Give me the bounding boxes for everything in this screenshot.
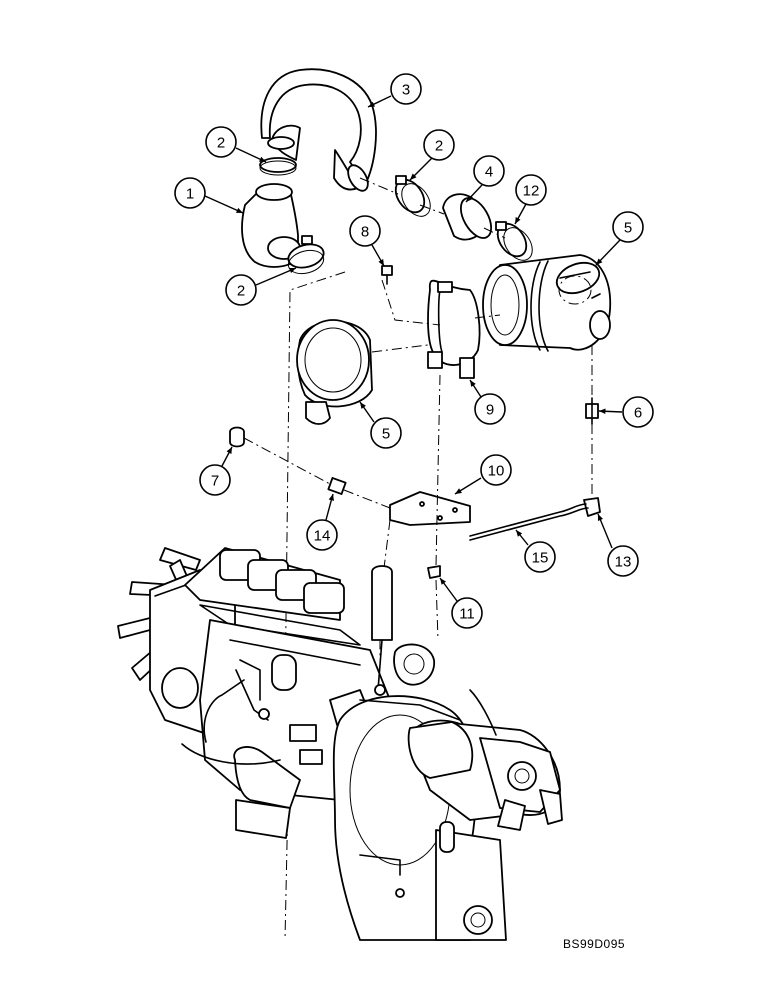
- callout-arrowhead-c9: [470, 380, 476, 387]
- callout-c10: 10: [480, 454, 512, 486]
- callout-arrowhead-c1: [236, 207, 243, 213]
- engine-assembly: [117, 547, 563, 941]
- callout-number: 8: [361, 224, 369, 241]
- callout-circle: [199, 464, 231, 496]
- callout-c13: 13: [607, 545, 639, 577]
- callout-arrowhead-c15: [516, 530, 523, 537]
- callout-c2b: 2: [225, 274, 257, 306]
- callout-circle: [480, 454, 512, 486]
- callout-arrowhead-c12: [515, 217, 521, 224]
- callout-circle: [473, 155, 505, 187]
- callout-c11: 11: [451, 597, 483, 629]
- callout-number: 2: [435, 138, 443, 155]
- callout-c12: 12: [515, 174, 547, 206]
- figure-code: BS99D095: [563, 937, 625, 951]
- hose-clamp-upper: [259, 157, 297, 176]
- callout-circle: [474, 393, 506, 425]
- callout-number: 4: [485, 164, 493, 181]
- callout-circle: [607, 545, 639, 577]
- callout-circle: [524, 541, 556, 573]
- callout-c2c: 2: [423, 129, 455, 161]
- callout-circle: [225, 274, 257, 306]
- callout-arrowhead-c10: [455, 488, 462, 494]
- callout-circle: [612, 211, 644, 243]
- callout-circle: [370, 417, 402, 449]
- intake-hose: [260, 68, 377, 192]
- elbow-fitting-13: [583, 497, 601, 517]
- callout-arrowhead-c13: [597, 514, 603, 521]
- callout-leader-c1: [204, 195, 244, 214]
- callout-number: 15: [532, 550, 549, 567]
- callout-arrowhead-c6: [599, 408, 606, 415]
- callout-c14: 14: [306, 519, 338, 551]
- callout-arrowhead-c3: [368, 101, 375, 107]
- bolt-8: [381, 265, 393, 285]
- callout-c2a: 2: [205, 126, 237, 158]
- callout-arrowhead-c5b: [360, 402, 366, 409]
- callout-arrowhead-c5a: [596, 258, 603, 265]
- callout-leader-c2b: [255, 267, 297, 286]
- callout-number: 5: [382, 426, 390, 443]
- callout-number: 7: [211, 473, 219, 490]
- callout-number: 14: [314, 528, 331, 545]
- callout-circle: [205, 126, 237, 158]
- callout-circle: [174, 177, 206, 209]
- callout-number: 3: [402, 82, 410, 99]
- callout-c8: 8: [349, 215, 381, 247]
- connector-14: [327, 477, 347, 495]
- mounting-band: [427, 279, 481, 379]
- callout-number: 6: [634, 405, 642, 422]
- callout-circle: [515, 174, 547, 206]
- callout-arrowhead-c14: [328, 494, 334, 501]
- callout-arrowhead-c4: [466, 195, 473, 202]
- callout-number: 11: [459, 606, 475, 623]
- callout-number: 1: [186, 186, 194, 203]
- callout-c5b: 5: [370, 417, 402, 449]
- callout-circle: [349, 215, 381, 247]
- callout-c1: 1: [174, 177, 206, 209]
- fastener-11: [427, 565, 441, 579]
- callout-number: 12: [523, 183, 540, 200]
- callout-c9: 9: [474, 393, 506, 425]
- callout-number: 5: [624, 220, 632, 237]
- callout-arrowhead-c2a: [259, 156, 266, 162]
- callout-number: 9: [486, 402, 494, 419]
- elbow-adapter: [241, 183, 301, 268]
- callout-number: 2: [217, 135, 225, 152]
- cap-7: [229, 426, 245, 448]
- callout-circle: [622, 396, 654, 428]
- callout-c5a: 5: [612, 211, 644, 243]
- callout-circle: [390, 73, 422, 105]
- callout-arrowhead-c7: [226, 447, 232, 454]
- callout-number: 13: [615, 554, 632, 571]
- callout-circle: [451, 597, 483, 629]
- callout-c4: 4: [473, 155, 505, 187]
- callout-c6: 6: [622, 396, 654, 428]
- air-cleaner-housing: [482, 254, 612, 352]
- air-cleaner-cover: [296, 319, 373, 425]
- restriction-tube-15: [469, 503, 589, 541]
- callout-arrowhead-c11: [440, 578, 447, 585]
- callout-arrowhead-c2c: [410, 173, 417, 180]
- callout-c15: 15: [524, 541, 556, 573]
- callout-number: 10: [488, 463, 505, 480]
- callout-c7: 7: [199, 464, 231, 496]
- callout-number: 2: [237, 283, 245, 300]
- mounting-bracket-10: [389, 491, 471, 526]
- callout-arrowhead-c2b: [289, 268, 296, 274]
- hose-clamp-mid: [394, 175, 431, 217]
- callout-circle: [306, 519, 338, 551]
- callout-arrowhead-c8: [378, 259, 384, 266]
- fitting-6: [585, 397, 599, 425]
- hose-clamp-elbow: [287, 235, 325, 275]
- hose-clamp-12: [495, 221, 533, 261]
- callout-circle: [423, 129, 455, 161]
- reducer-coupling: [442, 193, 493, 241]
- callout-c3: 3: [390, 73, 422, 105]
